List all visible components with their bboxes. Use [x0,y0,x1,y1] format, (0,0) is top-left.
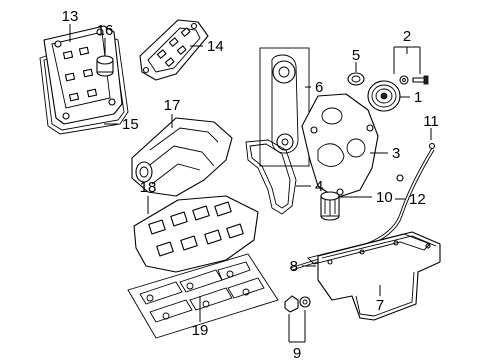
callout-labels: 13 16 14 15 17 18 19 5 6 2 1 11 3 4 10 1… [62,8,439,360]
callout-3: 3 [392,145,400,162]
timing-cover [301,93,379,199]
callout-1: 1 [414,89,422,106]
callout-9: 9 [293,345,301,360]
intake-gasket-set [127,253,279,339]
callout-5: 5 [352,47,360,64]
callout-12: 12 [409,191,426,208]
callout-14: 14 [207,38,224,55]
oil-filter [320,191,340,221]
callout-7: 7 [376,297,384,314]
callout-10: 10 [376,189,393,206]
callout-4: 4 [315,178,323,195]
callout-18: 18 [140,179,157,196]
pulley-bolt-and-washer [399,75,429,85]
callout-11: 11 [423,113,439,130]
callout-6: 6 [315,79,323,96]
valve-cover-left [43,25,123,125]
callout-13: 13 [62,8,79,25]
timing-cover-gasket [245,139,297,215]
callout-15: 15 [122,116,139,133]
callout-2: 2 [403,28,411,45]
oil-filler-cap [96,55,114,77]
crankshaft-damper [367,80,401,112]
drain-plug-and-washer [284,295,311,313]
callout-17: 17 [164,97,181,114]
callout-19: 19 [192,322,209,339]
valve-cover-right [139,19,209,81]
oil-pan [317,231,441,321]
callout-16: 16 [97,22,114,39]
leader-lines [69,24,432,343]
timing-chain-set [259,47,310,167]
intake-manifold-upper [131,117,233,197]
callout-8: 8 [290,258,298,275]
oil-pan-gasket [307,233,431,265]
intake-manifold-lower [133,195,259,273]
crankshaft-seal [347,72,365,86]
